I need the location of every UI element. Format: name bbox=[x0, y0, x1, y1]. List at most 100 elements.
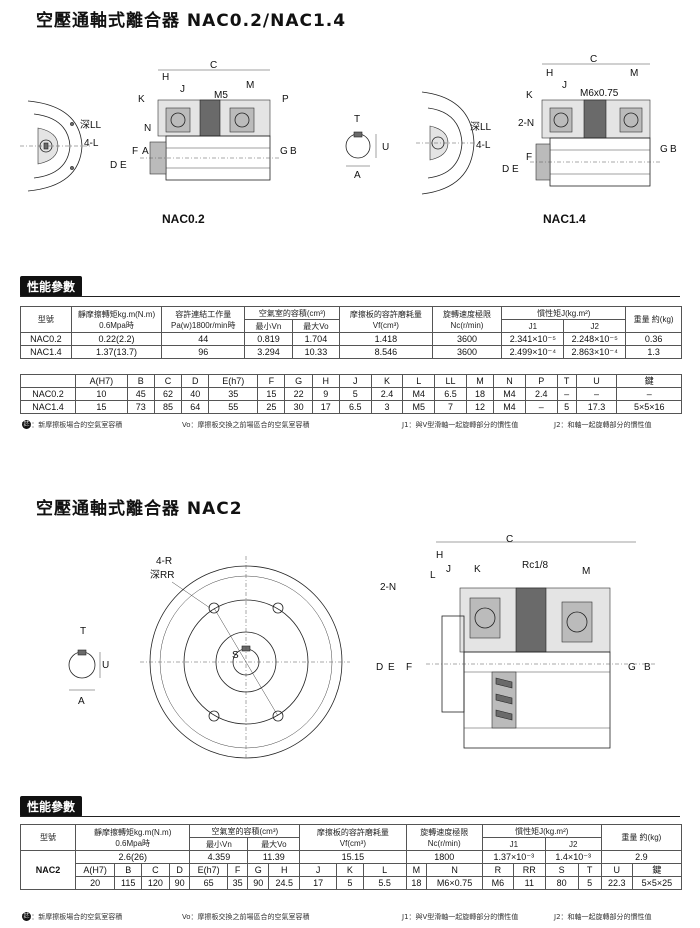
dim-f: F bbox=[132, 146, 138, 157]
dim-cell: 45 bbox=[126, 387, 155, 401]
dim-cell: M5 bbox=[402, 400, 436, 414]
cell-vf: 15.15 bbox=[299, 850, 407, 864]
dim-cell: 5.5 bbox=[362, 876, 407, 890]
dim-h-2: H bbox=[546, 68, 553, 79]
dim-rr: 深RR bbox=[150, 569, 174, 581]
dim-c-2: C bbox=[590, 54, 597, 65]
th-wear-sub: Vf(cm³) bbox=[372, 320, 399, 330]
nac02-section-drawing: C H J K M M5 P N F A D E G B bbox=[110, 56, 300, 196]
dim-cell: M4 bbox=[493, 400, 526, 414]
note-vo: Vo：摩擦板交換之前場區合的空氣室容積 bbox=[182, 421, 310, 429]
th-j1: J1 bbox=[481, 837, 546, 851]
dim-cell: 30 bbox=[284, 400, 313, 414]
dim-cell: G bbox=[284, 374, 313, 388]
dim-cell: 2.4 bbox=[524, 387, 558, 401]
dim-f-2: F bbox=[526, 152, 532, 163]
cell-j1: 1.37×10⁻³ bbox=[481, 850, 546, 864]
dim-cell: J bbox=[338, 374, 372, 388]
dim-cell: 24.5 bbox=[268, 876, 301, 890]
dim-e: E bbox=[120, 160, 127, 171]
cell-vo: 10.33 bbox=[291, 345, 341, 359]
dim-p: P bbox=[282, 94, 289, 105]
cell-torque: 2.6(26) bbox=[74, 850, 191, 864]
dim-e-3: E bbox=[388, 662, 395, 673]
dim-cell: M bbox=[405, 863, 428, 877]
note-icon: 註 bbox=[22, 912, 31, 921]
th-inertia: 慣性矩J(kg.m²) bbox=[501, 306, 627, 320]
dim-m-2: M bbox=[630, 68, 638, 79]
note-vo: Vo：摩擦板交換之前場區合的空氣室容積 bbox=[182, 913, 310, 921]
cell-model: NAC2 bbox=[20, 850, 76, 890]
cell-vf: 1.418 bbox=[339, 332, 433, 346]
section2-title: 空壓通軸式離合器 NAC2 bbox=[36, 499, 243, 519]
dim-cell: U bbox=[600, 863, 633, 877]
dim-rc: Rc1/8 bbox=[522, 560, 549, 571]
note-j2: J2：和軸一起旋轉部分的慣性值 bbox=[554, 913, 652, 921]
nac2-face-drawing: 4-R 深RR S T U A bbox=[60, 550, 350, 760]
dim-cell: 15 bbox=[257, 387, 286, 401]
th-air-max: 最大Vo bbox=[291, 319, 341, 333]
cell-vf: 8.546 bbox=[339, 345, 433, 359]
section1-title: 空壓通軸式離合器 NAC0.2/NAC1.4 bbox=[36, 11, 347, 31]
dim-cell: D bbox=[168, 863, 191, 877]
dim-cell: J bbox=[299, 863, 337, 877]
cell-nc: 3600 bbox=[431, 345, 503, 359]
dim-a-3: A bbox=[78, 696, 85, 707]
dim-cell: 10 bbox=[75, 387, 128, 401]
dim-2n: 2-N bbox=[518, 118, 534, 129]
dim-d-2: D bbox=[502, 164, 509, 175]
fig-label-nac02: NAC0.2 bbox=[162, 212, 205, 226]
dim-cell: 35 bbox=[208, 387, 259, 401]
dim-cell: 22.3 bbox=[600, 876, 633, 890]
cell-j2: 2.863×10⁻⁴ bbox=[563, 345, 627, 359]
cell-j1: 2.341×10⁻⁵ bbox=[501, 332, 565, 346]
dim-cell: – bbox=[524, 400, 558, 414]
dim-cell: – bbox=[575, 387, 618, 401]
dim-d-3: D bbox=[376, 662, 383, 673]
th-weight: 重量 約(kg) bbox=[625, 306, 682, 333]
dim-c-3: C bbox=[506, 534, 513, 545]
dim-j-3: J bbox=[446, 564, 451, 575]
dim-cell: – bbox=[556, 387, 577, 401]
dim-cell: R bbox=[481, 863, 514, 877]
dim-cell: L bbox=[362, 863, 407, 877]
dim-s: S bbox=[232, 650, 239, 661]
dim-cell: 40 bbox=[181, 387, 210, 401]
section2-badge-rule bbox=[20, 816, 680, 817]
dim-cell: 18 bbox=[465, 387, 495, 401]
dim-b-2: B bbox=[670, 144, 677, 155]
dim-f-3: F bbox=[406, 662, 412, 673]
th-work: 容許連結工作量 bbox=[175, 309, 232, 319]
cell-vn: 3.294 bbox=[244, 345, 293, 359]
nac14-section-drawing: C H J K M M6x0.75 2-N F D E G B bbox=[500, 50, 680, 200]
dim-cell: LL bbox=[434, 374, 467, 388]
dim-cell: 25 bbox=[257, 400, 286, 414]
dim-cell: F bbox=[226, 863, 249, 877]
dim-cell: M4 bbox=[402, 387, 436, 401]
dim-h: H bbox=[162, 72, 169, 83]
dim-cell: A(H7) bbox=[75, 374, 128, 388]
th-air: 空氣室的容積(cm³) bbox=[244, 306, 341, 320]
cell-work: 96 bbox=[161, 345, 246, 359]
shaft-section-drawing: T U A bbox=[336, 112, 396, 182]
dim-cell: 6.5 bbox=[338, 400, 372, 414]
dim-cell: E(h7) bbox=[189, 863, 228, 877]
th-j2: J2 bbox=[563, 319, 627, 333]
dim-cell: 55 bbox=[208, 400, 259, 414]
dim-cell: B bbox=[126, 374, 155, 388]
dim-cell: 22 bbox=[284, 387, 313, 401]
cell-model: NAC1.4 bbox=[20, 345, 72, 359]
th-speed: 旋轉速度極限 bbox=[443, 309, 491, 319]
dim-a2: A bbox=[354, 170, 361, 181]
dim-cell: 18 bbox=[405, 876, 428, 890]
dim-cell: A(H7) bbox=[74, 863, 116, 877]
dim-h-3: H bbox=[436, 550, 443, 561]
cell-model: NAC0.2 bbox=[20, 387, 76, 401]
dim-cell: 17 bbox=[311, 400, 340, 414]
dim-cell: K bbox=[370, 374, 404, 388]
th-torque: 靜摩擦轉矩kg.m(N.m) bbox=[94, 827, 172, 837]
dim-cell: 5×5×16 bbox=[616, 400, 682, 414]
